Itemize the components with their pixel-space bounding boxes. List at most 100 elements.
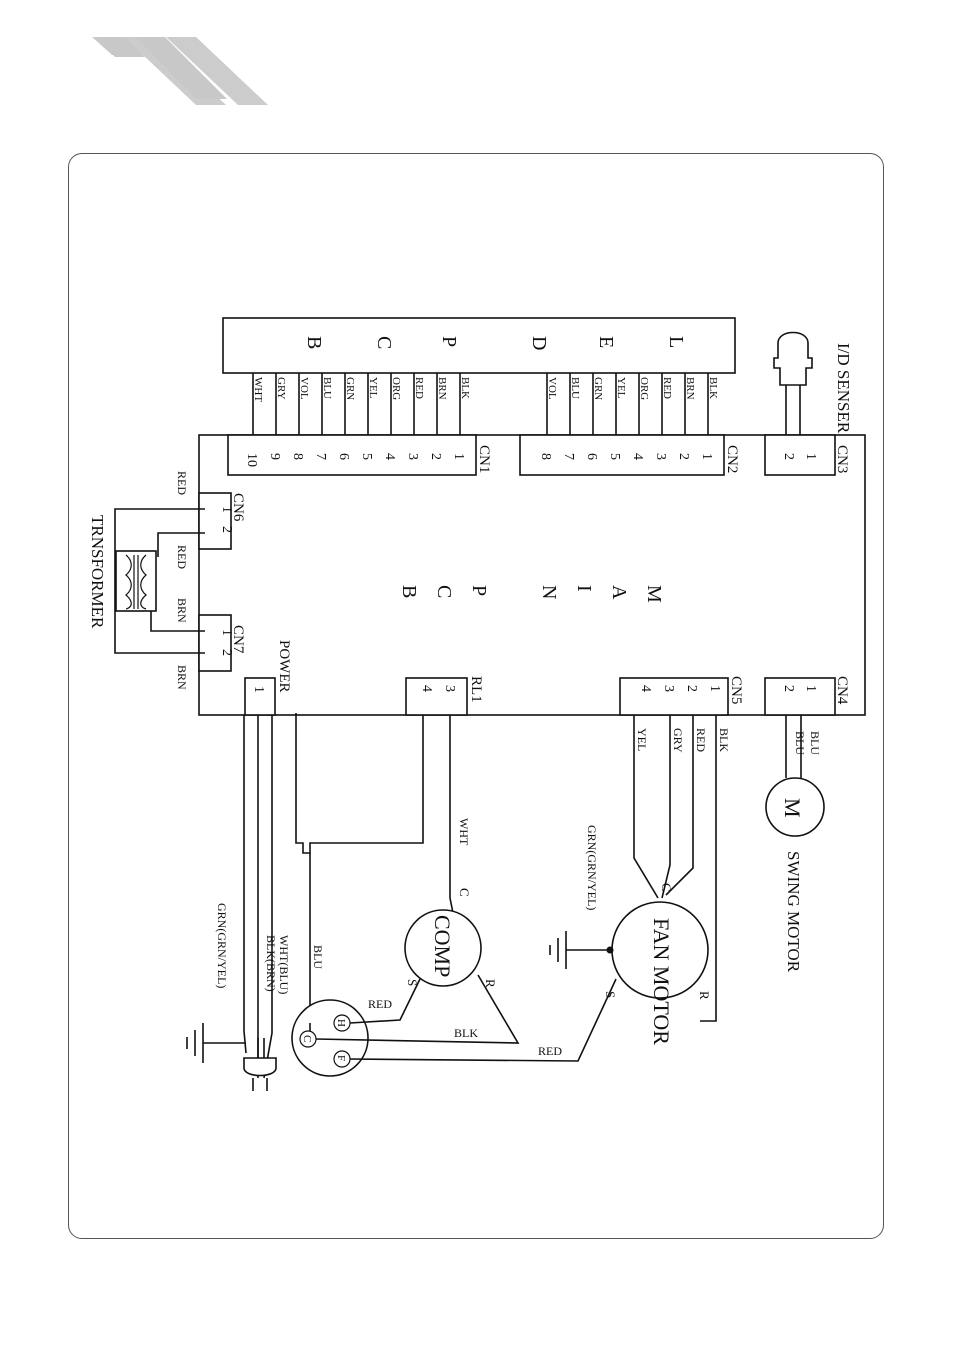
cn2-pin: 2 bbox=[676, 453, 691, 460]
cn2-pin: 8 bbox=[538, 453, 553, 460]
cn3-label: CN3 bbox=[834, 445, 850, 473]
live-wire bbox=[263, 715, 273, 1079]
comp-s-to-h-wire bbox=[349, 978, 421, 1024]
cn5-pin: 3 bbox=[661, 685, 676, 692]
power-label: POWER bbox=[276, 640, 292, 693]
cn5-connector bbox=[619, 677, 729, 716]
cn2-pin: 7 bbox=[561, 453, 576, 460]
plug-ground-label: GRN(GRN/YEL) bbox=[215, 903, 229, 988]
cn2-pin: 1 bbox=[699, 453, 714, 460]
rl1-connector bbox=[405, 677, 468, 716]
cn2-wire-label: RED bbox=[661, 377, 673, 399]
cn7-connector bbox=[198, 614, 232, 672]
header-stripes-mark bbox=[95, 37, 227, 99]
cn1-wire-label: ORG bbox=[390, 377, 402, 400]
fan-motor-wires bbox=[633, 715, 717, 1022]
main-pcb-letter: N bbox=[538, 585, 560, 599]
main-pcb-letter: P bbox=[468, 585, 490, 596]
swing-motor-symbol: M bbox=[780, 798, 805, 818]
cn7-pin: 2 bbox=[219, 649, 234, 656]
cn2-wire-label: BLK bbox=[707, 377, 719, 399]
cn1-wire-label: WHT bbox=[252, 377, 264, 402]
transformer-wire-label: RED bbox=[175, 545, 189, 569]
comp-feed-wire bbox=[449, 715, 454, 914]
cn1-pin: 10 bbox=[244, 453, 259, 467]
compressor bbox=[404, 909, 482, 987]
cn1-pin: 3 bbox=[405, 453, 420, 460]
plug-wire-label: BLK(BRN) bbox=[264, 935, 278, 992]
fan-ground-label: GRN(GRN/YEL) bbox=[585, 825, 599, 910]
cn2-wire-label: BRN bbox=[684, 377, 696, 400]
comp-terminal-s: S bbox=[405, 979, 420, 986]
cn2-pin: 6 bbox=[584, 453, 599, 460]
cn2-wire-label: YEL bbox=[615, 377, 627, 399]
cn2-wire-label: VOL bbox=[546, 377, 558, 400]
cn1-wire-label: GRY bbox=[275, 377, 287, 400]
fan-terminal-s: S bbox=[603, 991, 618, 998]
cn1-wire-label: BLK bbox=[459, 377, 471, 399]
cn6-pin: 2 bbox=[219, 526, 234, 533]
sensor-lead bbox=[785, 383, 801, 435]
fan-wire-label: RED bbox=[694, 728, 708, 752]
ground-icon bbox=[549, 931, 567, 969]
cn1-wire-label: YEL bbox=[367, 377, 379, 399]
comp-feed-label: WHT bbox=[457, 818, 471, 846]
power-pin: 1 bbox=[251, 686, 266, 693]
cn2-pin: 5 bbox=[607, 453, 622, 460]
cn3-pin: 2 bbox=[781, 453, 796, 460]
cn1-wire-label: RED bbox=[413, 377, 425, 399]
cn6-connector bbox=[198, 492, 232, 550]
comp-r-to-c-wire bbox=[315, 974, 520, 1044]
display-pcb-letter: B bbox=[303, 336, 325, 349]
rl1-pin: 4 bbox=[419, 685, 434, 692]
comp-terminal-c: C bbox=[457, 888, 472, 897]
cn1-pin: 1 bbox=[451, 453, 466, 460]
cn1-pin: 8 bbox=[290, 453, 305, 460]
relay-return-wire bbox=[295, 713, 424, 854]
swing-motor bbox=[765, 777, 825, 837]
swing-wire-label: BLU bbox=[808, 731, 822, 755]
fan-ground-junction bbox=[606, 946, 614, 954]
plug-pins bbox=[252, 1038, 268, 1091]
cn1-wire-label: BLU bbox=[321, 377, 333, 399]
cn1-wire-label: GRN bbox=[344, 377, 356, 400]
overload-f: F bbox=[335, 1055, 347, 1061]
fan-wire-label: GRY bbox=[671, 728, 685, 753]
overload-h: H bbox=[335, 1019, 347, 1027]
main-pcb bbox=[198, 434, 866, 716]
cn2-connector bbox=[519, 434, 725, 476]
cn2-pin: 4 bbox=[630, 453, 645, 460]
cn5-pin: 4 bbox=[638, 685, 653, 692]
cn1-pin: 6 bbox=[336, 453, 351, 460]
cn1-pin: 2 bbox=[428, 453, 443, 460]
cn1-wire-label: VOL bbox=[298, 377, 310, 400]
transformer-wire-label: RED bbox=[175, 471, 189, 495]
display-pcb-letter: L bbox=[665, 336, 687, 348]
cn2-pin: 3 bbox=[653, 453, 668, 460]
ground-icon bbox=[186, 1023, 204, 1063]
comp-terminal-r: R bbox=[483, 979, 498, 988]
cn2-label: CN2 bbox=[724, 445, 740, 473]
plug-wire-label: WHT(BLU) bbox=[277, 935, 291, 994]
display-pcb-letter: E bbox=[595, 336, 617, 348]
main-pcb-letter: M bbox=[643, 585, 665, 603]
cn5-pin: 1 bbox=[707, 685, 722, 692]
transformer-wires bbox=[114, 508, 205, 654]
transformer-core bbox=[115, 550, 157, 612]
cn6-pin: 1 bbox=[219, 506, 234, 513]
cn1-pin: 7 bbox=[313, 453, 328, 460]
rl1-label: RL1 bbox=[468, 676, 484, 703]
wiring-diagram: M A I N P C B L E D P C B CN1 1234567891… bbox=[88, 317, 866, 1091]
power-connector bbox=[244, 677, 276, 716]
cn4-pin: 1 bbox=[803, 685, 818, 692]
swing-motor-wires bbox=[785, 715, 802, 778]
plug-ground-wire bbox=[243, 715, 247, 1054]
cn4-label: CN4 bbox=[834, 676, 850, 705]
fan-terminal-r: R bbox=[697, 991, 712, 1000]
display-pcb-letter: D bbox=[528, 336, 550, 350]
fan-wire-label: BLK bbox=[717, 728, 731, 752]
main-pcb-letter: I bbox=[573, 585, 595, 592]
cn1-connector bbox=[227, 434, 477, 476]
red-wire-label: RED bbox=[368, 997, 392, 1011]
cn2-wire-label: ORG bbox=[638, 377, 650, 400]
